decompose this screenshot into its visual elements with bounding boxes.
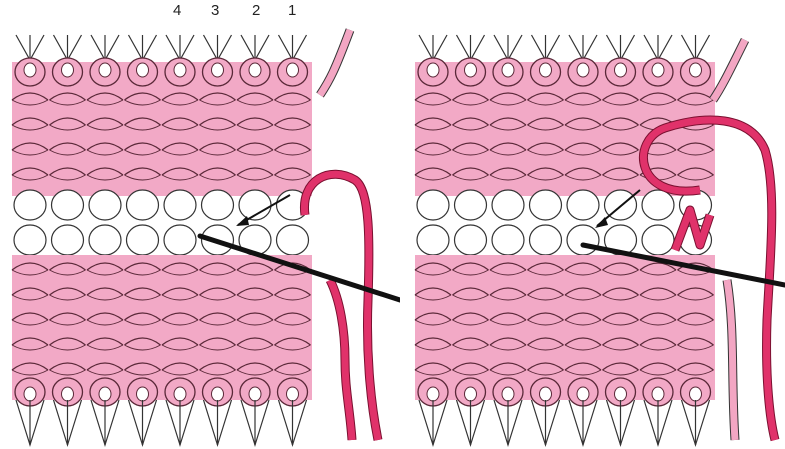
white-loop-row <box>417 190 712 255</box>
white-loop <box>492 190 524 220</box>
knit-loop-hole <box>577 63 589 77</box>
pink-fabric-lower <box>415 255 715 400</box>
white-loop-row <box>14 190 309 255</box>
knit-loop-hole <box>465 63 477 77</box>
knit-loop-hole <box>99 387 111 401</box>
white-v-stitch-row <box>419 400 710 445</box>
white-loop <box>164 190 196 220</box>
knit-loop-hole <box>174 387 186 401</box>
left-panel: 4 3 2 1 <box>0 0 400 449</box>
knit-loop-hole <box>249 387 261 401</box>
white-loop <box>642 190 674 220</box>
white-loop <box>567 225 599 255</box>
knit-loop-hole <box>690 387 702 401</box>
white-loop <box>455 190 487 220</box>
knit-loop-hole <box>615 63 627 77</box>
knit-loop-hole <box>502 387 514 401</box>
knit-loop-hole <box>287 387 299 401</box>
white-loop <box>14 225 46 255</box>
arrow-icon-head <box>236 216 249 226</box>
stitch-number-1: 1 <box>288 2 296 19</box>
white-v-stitch-row <box>419 35 710 60</box>
white-loop <box>530 225 562 255</box>
white-loop <box>52 190 84 220</box>
white-loop <box>164 225 196 255</box>
white-loop <box>530 190 562 220</box>
white-v-stitch-row <box>16 35 307 60</box>
knit-fabric <box>12 35 312 445</box>
knit-loop-hole <box>540 387 552 401</box>
white-loop <box>567 190 599 220</box>
white-loop <box>52 225 84 255</box>
white-loop <box>202 190 234 220</box>
knit-loop-hole <box>137 63 149 77</box>
knit-loop-hole <box>62 63 74 77</box>
knit-loop-hole <box>540 63 552 77</box>
knit-loop-hole <box>652 387 664 401</box>
white-v-stitch-row <box>16 400 307 445</box>
knitting-illustration-left <box>0 0 400 449</box>
knit-loop-hole <box>99 63 111 77</box>
yarn-strand-light <box>713 40 745 100</box>
knit-loop-hole <box>24 387 36 401</box>
knit-fabric <box>415 35 715 445</box>
knit-loop-hole <box>690 63 702 77</box>
white-loop <box>89 190 121 220</box>
white-loop <box>89 225 121 255</box>
knitting-illustration-right <box>405 0 785 449</box>
knit-loop-hole <box>615 387 627 401</box>
white-loop <box>14 190 46 220</box>
knit-loop-hole <box>427 63 439 77</box>
knit-loop-hole <box>137 387 149 401</box>
knit-loop-hole <box>62 387 74 401</box>
stitch-number-3: 3 <box>211 2 219 19</box>
knit-loop-hole <box>212 387 224 401</box>
knit-loop-hole <box>577 387 589 401</box>
right-panel <box>405 0 785 449</box>
white-loop <box>127 225 159 255</box>
knit-loop-hole <box>174 63 186 77</box>
stitch-number-2: 2 <box>252 2 260 19</box>
knit-loop-hole <box>24 63 36 77</box>
knit-loop-hole <box>465 387 477 401</box>
white-loop <box>642 225 674 255</box>
white-loop <box>277 225 309 255</box>
yarn-strand-light <box>320 30 350 95</box>
white-loop <box>417 190 449 220</box>
white-loop <box>417 225 449 255</box>
knit-loop-hole <box>287 63 299 77</box>
knit-loop-hole <box>652 63 664 77</box>
white-loop <box>455 225 487 255</box>
knit-loop-hole <box>427 387 439 401</box>
knit-loop-hole <box>212 63 224 77</box>
white-loop <box>127 190 159 220</box>
pink-fabric-lower <box>12 255 312 400</box>
stitch-number-4: 4 <box>173 2 181 19</box>
knit-loop-hole <box>502 63 514 77</box>
knit-loop-hole <box>249 63 261 77</box>
white-loop <box>492 225 524 255</box>
